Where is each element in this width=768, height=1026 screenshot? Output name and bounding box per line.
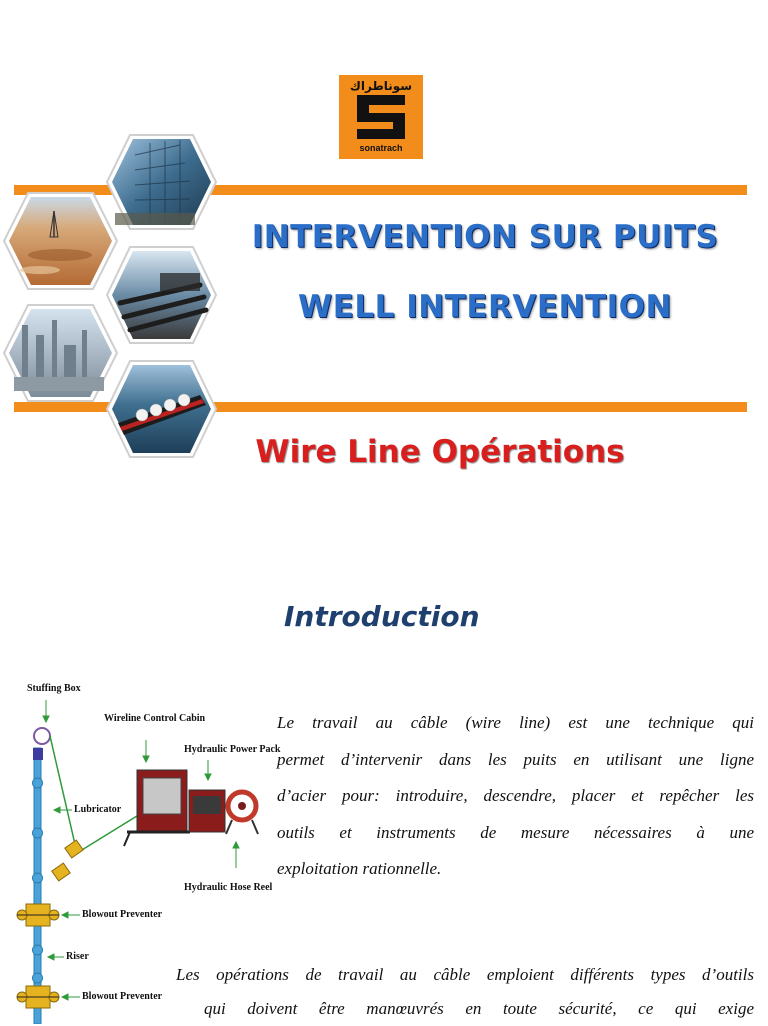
hex-photo-refinery — [2, 304, 119, 402]
intro-line: exploitation rationnelle. — [277, 859, 442, 878]
label-blowout-preventer-2: Blowout Preventer — [82, 991, 163, 1002]
wireline-equipment-diagram: Stuffing Box Wireline Control Cabin Hydr… — [12, 678, 280, 1024]
intro-line: Le travail au câble (wire line) est une … — [277, 713, 754, 732]
label-power-pack: Hydraulic Power Pack — [184, 744, 281, 755]
second-paragraph-line: qui doivent être manœuvrés en toute sécu… — [204, 999, 754, 1018]
hex-photo-building — [105, 134, 218, 230]
label-riser: Riser — [66, 951, 89, 962]
label-wireline-cabin: Wireline Control Cabin — [104, 713, 206, 724]
label-stuffing-box: Stuffing Box — [27, 683, 81, 694]
subtitle: Wire Line Opérations — [255, 434, 625, 470]
hex-photo-lng-tanker — [105, 360, 218, 458]
label-lubricator: Lubricator — [74, 804, 122, 815]
intro-line: outils et instruments de mesure nécessai… — [277, 822, 754, 842]
wireline-rig-illustration — [16, 700, 259, 1024]
logo-emblem-icon — [357, 95, 405, 139]
label-hose-reel: Hydraulic Hose Reel — [184, 882, 273, 893]
hex-photo-desert-rig — [2, 192, 119, 290]
intro-line: permet d’intervenir dans les puits en ut… — [277, 749, 754, 769]
logo-wordmark: sonatrach — [359, 143, 403, 153]
section-heading: Introduction — [284, 600, 480, 633]
intro-line: d’acier pour: introduire, descendre, pla… — [277, 786, 754, 805]
orange-divider-top — [14, 185, 747, 195]
title-french: INTERVENTION SUR PUITS — [251, 219, 719, 255]
intro-paragraph: Le travail au câble (wire line) est une … — [277, 705, 754, 888]
orange-divider-bottom — [14, 402, 747, 412]
control-cabin-shape — [123, 769, 190, 847]
hex-photo-pipelines — [105, 246, 218, 344]
label-blowout-preventer-1: Blowout Preventer — [82, 909, 163, 920]
logo-arabic-text: سوناطراك — [349, 79, 413, 93]
sonatrach-logo: سوناطراك sonatrach — [339, 75, 423, 159]
title-english: WELL INTERVENTION — [298, 289, 672, 325]
hexagon-photo-collage — [2, 134, 218, 458]
second-paragraph: Les opérations de travail au câble emplo… — [176, 958, 754, 1026]
second-paragraph-line: Les opérations de travail au câble emplo… — [176, 965, 754, 984]
